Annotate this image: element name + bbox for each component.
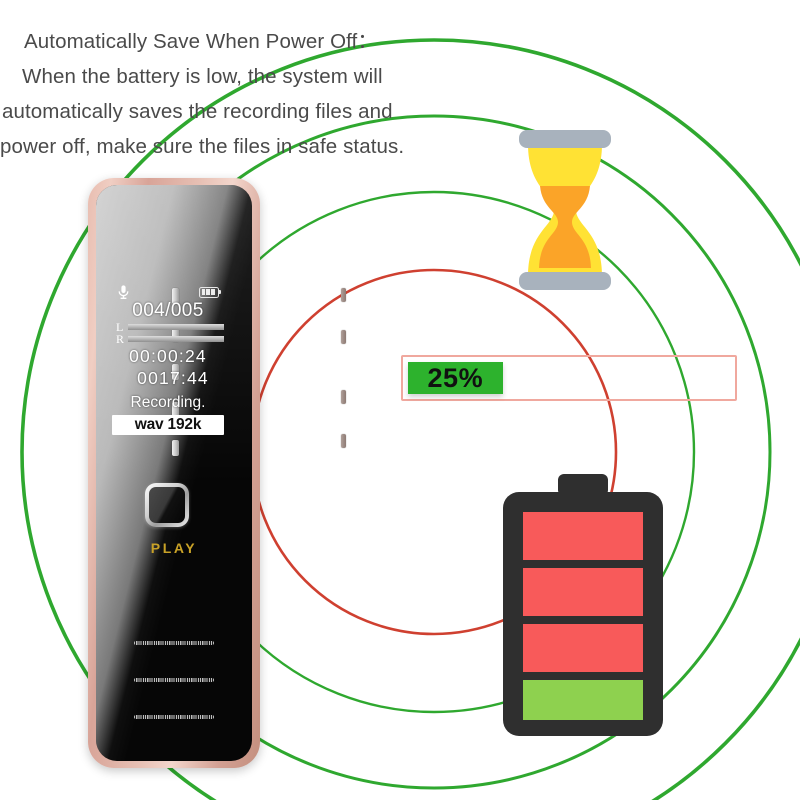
- battery-segment-2: [523, 568, 643, 616]
- low-battery-icon: [503, 474, 663, 736]
- body-line-1: When the battery is low, the system will: [22, 65, 383, 88]
- level-meter-left: L: [116, 320, 224, 334]
- audio-format-badge: wav 192k: [112, 415, 224, 435]
- feature-description: Automatically Save When Power Off： When …: [0, 24, 500, 164]
- level-bar-right: [128, 336, 224, 342]
- side-button-right-2[interactable]: [341, 330, 346, 344]
- battery-segment: [201, 289, 206, 295]
- body-line-3: power off, make sure the files in safe s…: [0, 135, 405, 158]
- play-button[interactable]: [145, 483, 189, 527]
- battery-segment: [211, 289, 215, 295]
- level-bar-left: [128, 324, 224, 330]
- recording-status: Recording.: [130, 394, 206, 411]
- hourglass-icon: [519, 130, 611, 290]
- battery-segment: [206, 289, 210, 295]
- channel-label-right: R: [116, 331, 125, 346]
- device-front-face: [96, 185, 252, 761]
- file-counter: 004/005: [132, 300, 204, 321]
- speaker-grille-line: [134, 715, 214, 719]
- speaker-grille-line: [134, 678, 214, 682]
- headline-text: Automatically Save When Power Off：: [24, 30, 378, 53]
- side-button-right-4[interactable]: [341, 434, 346, 448]
- body-line-2: automatically saves the recording files …: [2, 100, 393, 123]
- hourglass-cap-bottom: [519, 272, 611, 290]
- remaining-time: 0017:44: [137, 368, 209, 388]
- hourglass-cap-top: [519, 130, 611, 148]
- screen-status-row: [112, 284, 224, 300]
- microphone-icon: [118, 284, 129, 299]
- side-button-right-1[interactable]: [341, 288, 346, 302]
- voice-recorder-device: 004/005 L R 00:00:24 0017:44 Recording. …: [88, 178, 346, 768]
- progress-percent-label: 25%: [427, 362, 484, 393]
- battery-segment-4: [523, 680, 643, 720]
- battery-icon: [199, 286, 222, 298]
- battery-segment-3: [523, 624, 643, 672]
- side-button-right-3[interactable]: [341, 390, 346, 404]
- play-button-label: PLAY: [150, 540, 198, 556]
- level-meter-right: R: [116, 331, 224, 346]
- elapsed-time: 00:00:24: [129, 346, 207, 366]
- battery-progress-bar: 25%: [401, 355, 737, 401]
- progress-fill: 25%: [408, 362, 503, 394]
- battery-segment-1: [523, 512, 643, 560]
- side-button-left-5[interactable]: [172, 440, 179, 456]
- play-button-surface: [149, 487, 185, 523]
- speaker-grille-line: [134, 641, 214, 645]
- device-screen: 004/005 L R 00:00:24 0017:44 Recording. …: [112, 284, 224, 435]
